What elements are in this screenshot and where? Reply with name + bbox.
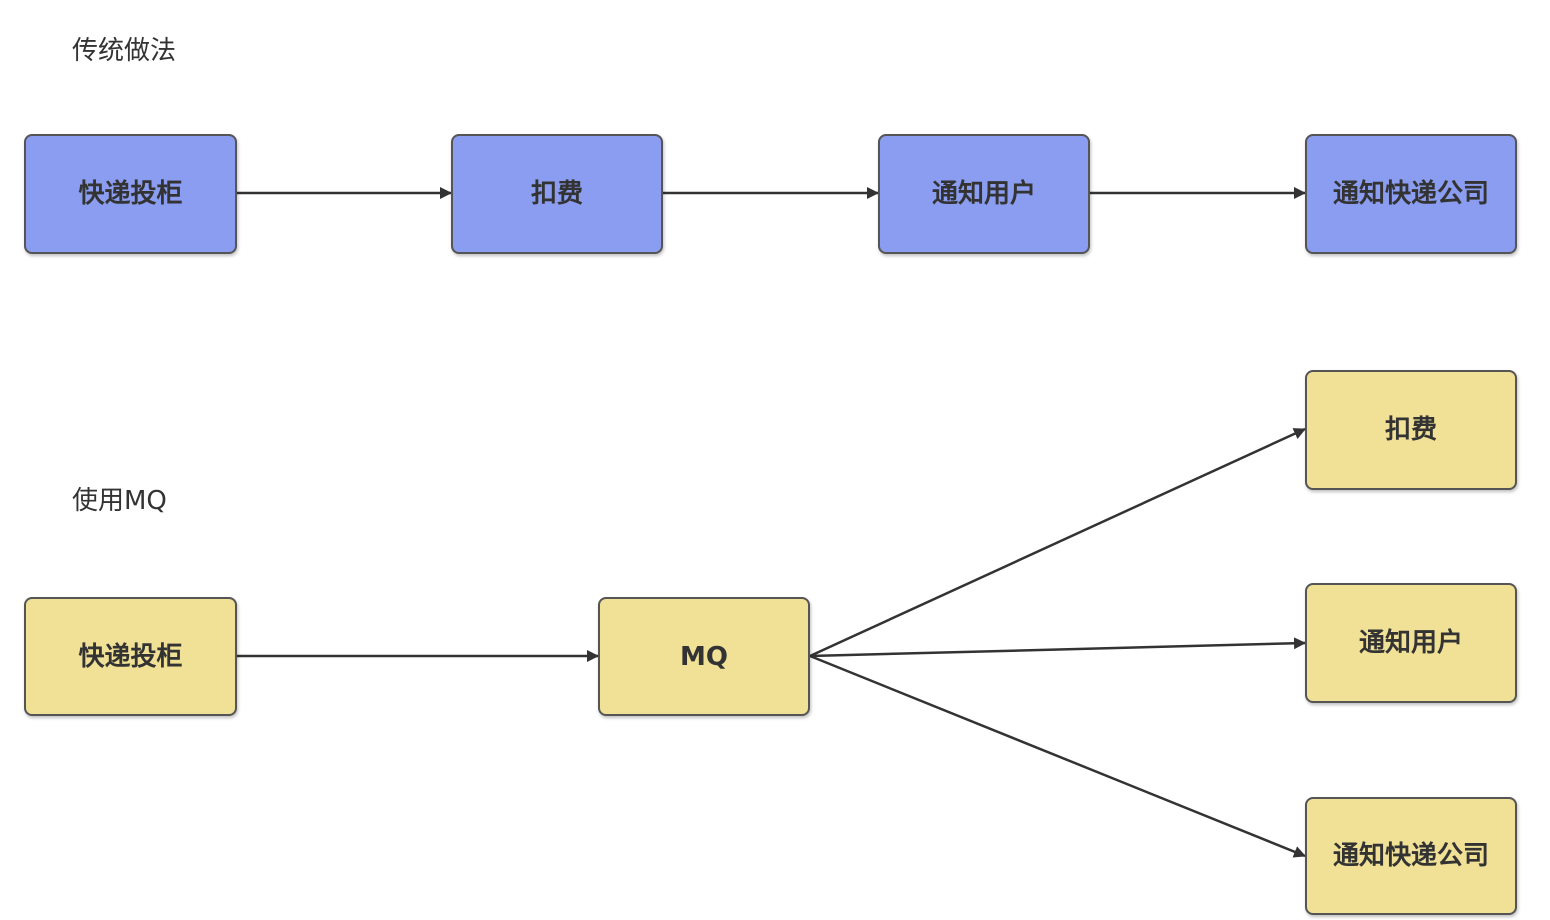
traditional-node-locker[interactable]: 快递投柜 — [24, 134, 237, 254]
traditional-node-notify-courier[interactable]: 通知快递公司 — [1305, 134, 1517, 254]
mq-node-notify-user[interactable]: 通知用户 — [1305, 583, 1517, 703]
node-label: 扣费 — [530, 179, 583, 209]
traditional-node-notify-user[interactable]: 通知用户 — [878, 134, 1090, 254]
edge-mq-to-deduct — [809, 427, 1306, 658]
node-label: 快递投柜 — [78, 641, 183, 672]
node-label: 通知用户 — [931, 179, 1036, 209]
mq-node-notify-courier[interactable]: 通知快递公司 — [1305, 797, 1517, 915]
mq-node-mq[interactable]: MQ — [598, 597, 810, 716]
traditional-section-label: 传统做法 — [72, 36, 177, 66]
edge-mq-to-notify-courier — [809, 654, 1306, 858]
edge-mq-to-notify-user — [809, 637, 1306, 658]
traditional-node-deduct[interactable]: 扣费 — [451, 134, 663, 254]
node-label: MQ — [680, 641, 728, 672]
mq-node-locker[interactable]: 快递投柜 — [24, 597, 237, 716]
node-label: 快递投柜 — [78, 179, 183, 209]
node-label: 通知用户 — [1358, 628, 1463, 658]
node-label: 扣费 — [1384, 415, 1437, 445]
mq-section-label: 使用MQ — [72, 486, 167, 516]
mq-node-deduct[interactable]: 扣费 — [1305, 370, 1517, 490]
node-label: 通知快递公司 — [1332, 179, 1489, 209]
node-label: 通知快递公司 — [1332, 841, 1489, 871]
